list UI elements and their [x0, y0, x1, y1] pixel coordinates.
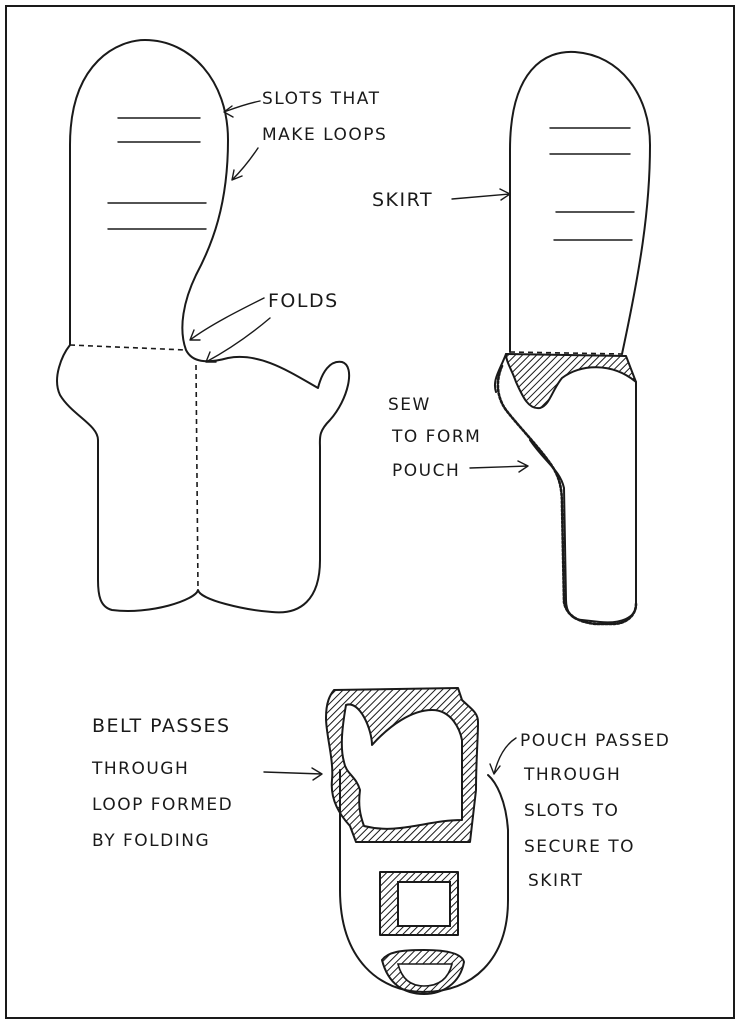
page-border — [6, 6, 734, 1018]
pouch-label-line1: POUCH PASSED — [520, 731, 670, 751]
assembled-figure — [326, 688, 508, 994]
belt-label-line2: THROUGH — [91, 759, 189, 779]
pouch-outline — [495, 354, 636, 622]
skirt-annotation: SKIRT — [372, 189, 510, 211]
arrow — [206, 318, 270, 362]
folds-label: FOLDS — [268, 290, 339, 312]
arrow — [264, 768, 322, 780]
belt-label-line3: LOOP FORMED — [92, 795, 233, 815]
arrow — [224, 101, 260, 117]
fold-line-horizontal — [70, 345, 186, 350]
pouch-label-line5: SKIRT — [528, 871, 583, 891]
folded-pattern-figure — [495, 52, 650, 624]
arrow — [232, 148, 258, 180]
slots-annotation: SLOTS THAT MAKE LOOPS — [224, 89, 387, 180]
arrow — [470, 461, 528, 472]
sew-label-line3: POUCH — [392, 461, 460, 481]
pouch-stitching — [498, 366, 636, 624]
belt-annotation: BELT PASSES THROUGH LOOP FORMED BY FOLDI… — [91, 715, 322, 851]
pouch-label-line4: SECURE TO — [524, 837, 635, 857]
skirt-label: SKIRT — [372, 189, 433, 211]
sew-annotation: SEW TO FORM POUCH — [388, 395, 528, 481]
arrow — [190, 298, 264, 340]
sew-label-line1: SEW — [388, 395, 431, 415]
pouch-annotation: POUCH PASSED THROUGH SLOTS TO SECURE TO … — [490, 731, 670, 891]
slots-label-line2: MAKE LOOPS — [262, 125, 387, 145]
top-flap-white — [342, 704, 462, 828]
belt-label-line4: BY FOLDING — [92, 831, 210, 851]
belt-label-line1: BELT PASSES — [92, 715, 231, 737]
arrow — [452, 189, 510, 200]
folded-flap-hatched — [506, 354, 636, 408]
pouch-label-line3: SLOTS TO — [524, 801, 619, 821]
middle-slot-inner — [398, 882, 450, 926]
arrow — [490, 738, 516, 774]
slots-label-line1: SLOTS THAT — [262, 89, 380, 109]
fold-line-vertical — [196, 365, 198, 590]
folds-annotation: FOLDS — [190, 290, 339, 362]
sew-label-line2: TO FORM — [391, 427, 481, 447]
pouch-label-line2: THROUGH — [523, 765, 621, 785]
skirt-outline — [510, 52, 650, 354]
